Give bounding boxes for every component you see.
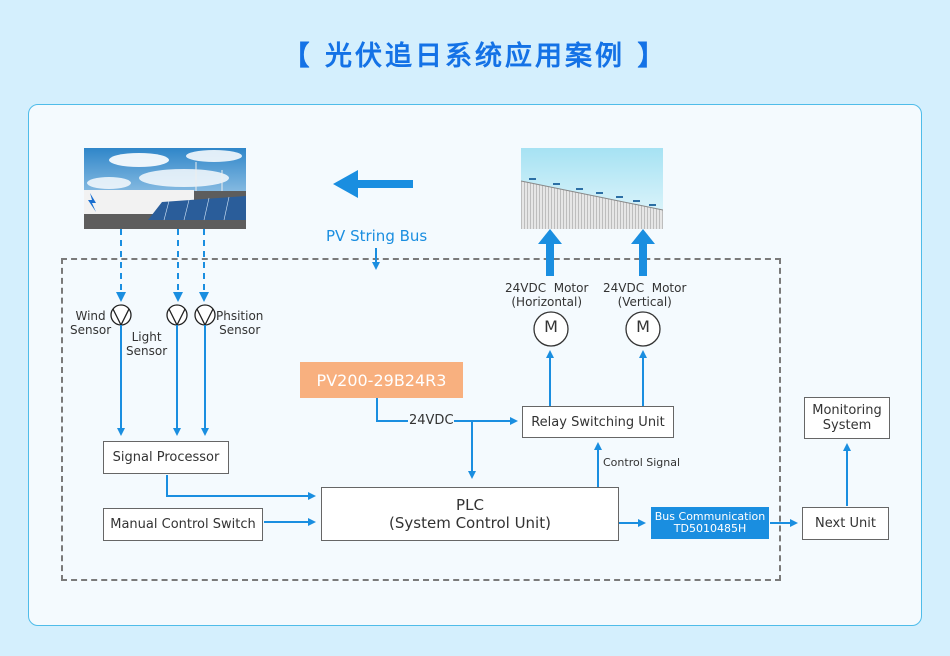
control-signal-label: Control Signal (603, 456, 681, 469)
flow-arrow-left (333, 170, 413, 198)
bus-communication-model: TD5010485H (673, 522, 747, 535)
motor-horizontal-symbol: M (544, 317, 558, 336)
motor-symbols (533, 311, 661, 347)
pv-string-bus-label: PV String Bus (326, 227, 428, 245)
plc-subtitle: (System Control Unit) (389, 514, 551, 532)
signal-processor-box[interactable]: Signal Processor (103, 441, 229, 474)
power-supply-box[interactable]: PV200-29B24R3 (300, 362, 463, 398)
relay-switching-unit-box[interactable]: Relay Switching Unit (522, 406, 674, 438)
bus-communication-title: Bus Communication (654, 510, 766, 523)
voltage-label: 24VDC (409, 413, 454, 428)
motor-vertical-symbol: M (636, 317, 650, 336)
sensor-dashed-lines (120, 229, 205, 294)
bus-communication-box[interactable]: Bus Communication TD5010485H (651, 507, 769, 539)
next-unit-box[interactable]: Next Unit (802, 507, 889, 540)
motor-horizontal-label: 24VDC Motor (Horizontal) (505, 281, 589, 309)
plc-title: PLC (456, 496, 484, 514)
monitoring-system-box[interactable]: Monitoring System (804, 397, 890, 439)
wind-sensor-label: Wind Sensor (70, 309, 112, 337)
plc-box[interactable]: PLC (System Control Unit) (321, 487, 619, 541)
position-sensor-label: Phsition Sensor (216, 309, 264, 337)
motor-to-tracker-arrows (538, 229, 655, 276)
motor-vertical-label: 24VDC Motor (Vertical) (603, 281, 687, 309)
light-sensor-label: Light Sensor (126, 330, 168, 358)
rooftop-trackers-photo (521, 148, 663, 229)
system-boundary (61, 258, 781, 581)
manual-control-switch-box[interactable]: Manual Control Switch (103, 508, 263, 541)
energy-storage-photo (84, 148, 246, 229)
sensor-symbols (110, 304, 216, 327)
page-title: 【 光伏追日系统应用案例 】 (282, 41, 668, 72)
